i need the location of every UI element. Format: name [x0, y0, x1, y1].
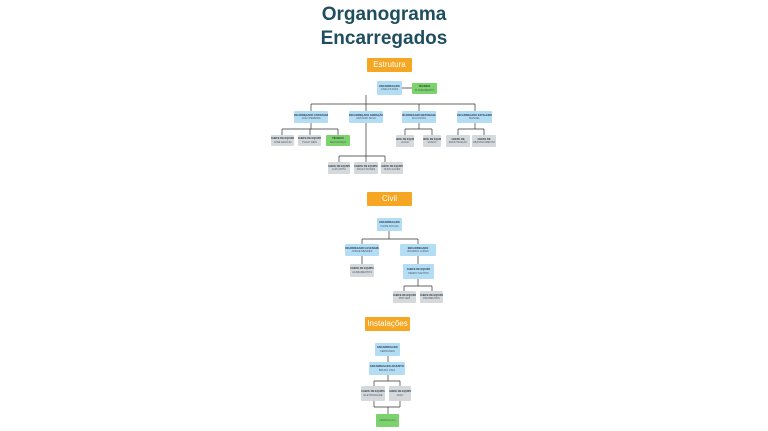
node-role: CHEFE DE EQUIPA [381, 164, 403, 168]
instalacoes-team-node: CHEFE DE EQUIPA ELETRICIDADE [361, 386, 385, 401]
estrutura-lead-node: ENCARREGADO COFRAGEM JOÃO PEREIRA [294, 111, 328, 123]
node-name: PLANEAMENTO [414, 88, 435, 92]
estrutura-team-node: CHEFE DE EQUIPA PAULO NUNES [354, 162, 378, 174]
node-role: CHEFE DE [451, 137, 465, 141]
node-name: ACABAMENTOS [352, 270, 372, 274]
section-header-civil: Civil [367, 192, 412, 206]
node-role: CHEFE DE EQUIPA [423, 137, 441, 141]
instalacoes-bottom-node: HIDRÁULICA [376, 414, 399, 427]
civil-root-node: ENCARREGADO FILIPE ROCHA [377, 218, 402, 231]
node-name: RICARDO LOPES [407, 250, 429, 253]
civil-lead-node: ENCARREGADO RICARDO LOPES [400, 244, 436, 256]
node-name: HUGO [401, 141, 409, 144]
estrutura-lead-node: ENCARREGADO ESTALEIRO MANUEL [457, 111, 492, 123]
node-role: ENCARREGADO COFRAGEM [294, 113, 328, 117]
node-role: ENCARREGADO ESTALEIRO [457, 113, 492, 117]
estrutura-team-node: CHEFE DE MANUTENÇÃO [446, 135, 470, 147]
node-role: TÉCNICO [332, 137, 344, 141]
node-name: BRUNO LIMA [378, 368, 396, 372]
node-role: ENCARREGADO ADJUNTO [370, 365, 404, 369]
node-name: FILIPE ROCHA [380, 224, 399, 228]
estrutura-lead-node: ENCARREGADO BETONAGEM RUI COSTA [402, 111, 436, 123]
node-name: MANUEL [469, 117, 480, 120]
node-role: ENCARREGADO [379, 221, 400, 225]
node-name: ELETRICIDADE [363, 393, 383, 397]
instalacoes-root-node: ENCARREGADO FERNANDO [375, 343, 400, 356]
estrutura-team-node: CHEFE DE ABASTECIMENTO [472, 135, 496, 147]
node-role: ENCARREGADO [379, 84, 400, 88]
estrutura-team-node: CHEFE DE EQUIPA JOSÉ ARAÚJO [271, 135, 294, 146]
civil-team-node: CHEFE DE EQUIPA PAVIMENTOS [420, 291, 443, 303]
estrutura-team-node: CHEFE DE EQUIPA NUNO ALVES [381, 162, 403, 174]
civil-lead-node: ENCARREGADO ALVENARIA JORGE MENDES [345, 244, 379, 256]
node-name: FERNANDO [380, 349, 395, 353]
node-role: ENCARREGADO [407, 246, 429, 250]
node-role: CHEFE DE EQUIPA [396, 137, 414, 141]
node-name: JOÃO PEREIRA [301, 117, 321, 120]
node-role: ENCARREGADO [377, 346, 398, 350]
node-name: ANTÓNIO SILVA [356, 117, 376, 120]
node-role: CHEFE DE [477, 137, 491, 141]
node-name: ABASTECIMENTO [472, 141, 496, 144]
page-title-line-1: Organograma [321, 4, 447, 25]
estrutura-team-node: CHEFE DE EQUIPA TIAGO REIS [298, 135, 321, 146]
estrutura-root-node: ENCARREGADO CARLOS DIAS [377, 81, 402, 95]
instalacoes-team-node: CHEFE DE EQUIPA AVAC [389, 386, 411, 401]
node-name: HIDRÁULICA [379, 418, 396, 422]
civil-team-node: CHEFE DE EQUIPA ACABAMENTOS [350, 264, 374, 277]
node-name: VASCO [427, 141, 437, 144]
node-name: TIAGO REIS [302, 140, 317, 144]
node-name: SEGURANÇA [329, 140, 347, 144]
estrutura-team-node-highlight: TÉCNICO SEGURANÇA [326, 135, 350, 146]
node-name: AVAC [396, 393, 404, 397]
node-name: PINTURA [398, 297, 411, 300]
node-role: CHEFE DE EQUIPA [393, 293, 416, 297]
node-role: ENCARREGADO ALVENARIA [345, 246, 379, 250]
estrutura-team-node: CHEFE DE EQUIPA VASCO [423, 135, 441, 147]
node-role: CHEFE DE EQUIPA [328, 164, 350, 168]
node-name: LUÍS MOTA [332, 168, 346, 171]
node-name: JOSÉ ARAÚJO [273, 140, 292, 144]
civil-team-node: CHEFE DE EQUIPA PINTURA [393, 291, 416, 303]
estrutura-aside-node: TÉCNICO PLANEAMENTO [412, 83, 437, 94]
node-role: TÉCNICO [418, 85, 431, 89]
node-name: PAVIMENTOS [423, 297, 440, 300]
node-name: MANUTENÇÃO [448, 141, 468, 144]
node-role: CHEFE DE EQUIPA [298, 137, 321, 141]
node-role: CHEFE DE EQUIPA [389, 390, 411, 394]
section-header-instalacoes: Instalações [365, 317, 410, 331]
estrutura-team-node: CHEFE DE EQUIPA HUGO [396, 135, 414, 147]
node-name: JORGE MENDES [351, 250, 373, 253]
node-role: CHEFE DE EQUIPA [271, 137, 294, 141]
node-role: CHEFE DE EQUIPA [361, 390, 385, 394]
node-role: CHEFE DE EQUIPA [406, 268, 431, 272]
section-header-estrutura: Estrutura [367, 58, 412, 72]
node-name: NUNO ALVES [383, 168, 401, 171]
node-role: CHEFE DE EQUIPA [354, 164, 378, 168]
node-name: CARLOS DIAS [380, 88, 399, 91]
node-role: CHEFE DE EQUIPA [420, 293, 443, 297]
instalacoes-lead-node: ENCARREGADO ADJUNTO BRUNO LIMA [369, 362, 405, 375]
civil-sublead-node: CHEFE DE EQUIPA PEDRO SANTOS [403, 264, 434, 279]
node-name: PAULO NUNES [356, 168, 376, 171]
node-role: ENCARREGADO ARMAÇÃO [349, 113, 383, 117]
estrutura-team-node: CHEFE DE EQUIPA LUÍS MOTA [328, 162, 350, 174]
page-title-line-2: Encarregados [320, 28, 448, 49]
node-name: PEDRO SANTOS [408, 271, 429, 275]
node-role: CHEFE DE EQUIPA [350, 267, 374, 271]
estrutura-lead-node: ENCARREGADO ARMAÇÃO ANTÓNIO SILVA [349, 111, 383, 123]
node-name: RUI COSTA [412, 117, 426, 120]
node-role: ENCARREGADO BETONAGEM [402, 113, 436, 117]
